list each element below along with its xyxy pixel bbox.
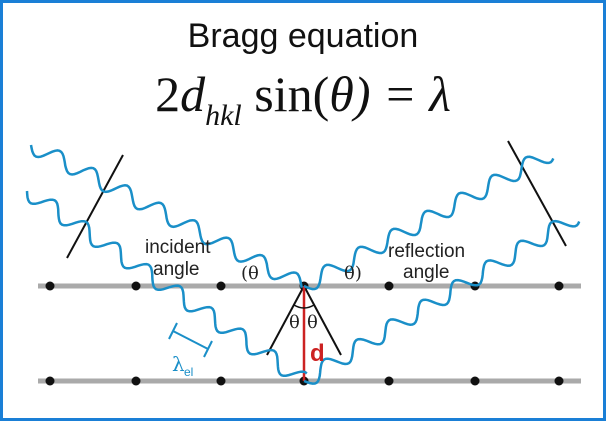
atoms-lower-row	[45, 376, 564, 386]
equation-theta: θ	[329, 66, 354, 122]
wavelength-tick-right	[203, 340, 213, 358]
triangle-right-side	[303, 285, 342, 356]
reflection-label-line2: angle	[403, 262, 450, 283]
figure-title: Bragg equation	[187, 17, 419, 55]
atom	[45, 376, 55, 386]
incident-label-line2: angle	[153, 259, 200, 280]
atom	[216, 281, 226, 291]
equation-rhs: ) = λ	[353, 66, 451, 122]
bragg-equation: 2dhkl sin(θ) = λ	[3, 65, 603, 133]
atom	[384, 376, 394, 386]
incident-wave-upper	[29, 144, 303, 288]
wavelength-label: λ	[172, 352, 185, 376]
wavelength-marker	[172, 330, 209, 350]
incident-label-line1: incident	[145, 237, 211, 258]
equation-variable-d: d	[180, 66, 206, 122]
atom	[131, 281, 141, 291]
reflection-label-line1: reflection	[388, 241, 465, 262]
incident-wavefront-bar	[66, 154, 124, 259]
triangle-left-side	[266, 285, 305, 356]
wavelength-tick-left	[168, 322, 178, 340]
atom	[45, 281, 55, 291]
apex-theta-left: θ	[289, 312, 300, 333]
equation-coefficient: 2	[155, 66, 181, 122]
equation-sine: sin(	[241, 66, 330, 122]
atom	[470, 376, 480, 386]
reflected-wave-lower	[303, 219, 581, 385]
atom	[554, 281, 564, 291]
spacing-d-label: d	[310, 340, 325, 367]
equation-subscript-hkl: hkl	[205, 99, 242, 132]
incident-wave-lower	[25, 190, 308, 378]
atom	[384, 281, 394, 291]
incident-angle-theta: (θ	[241, 263, 259, 284]
apex-theta-right: θ	[307, 312, 318, 333]
reflected-wavefront-bar	[507, 140, 567, 247]
bragg-diagram: incident angle reflection angle (θ θ) θ …	[25, 140, 581, 386]
wavelength-subscript: el	[184, 365, 193, 379]
atom	[131, 376, 141, 386]
apex-angle-arc	[293, 304, 315, 309]
atom	[554, 376, 564, 386]
atom	[216, 376, 226, 386]
reflected-wave-upper	[303, 155, 555, 291]
reflection-angle-theta: θ)	[344, 263, 362, 284]
